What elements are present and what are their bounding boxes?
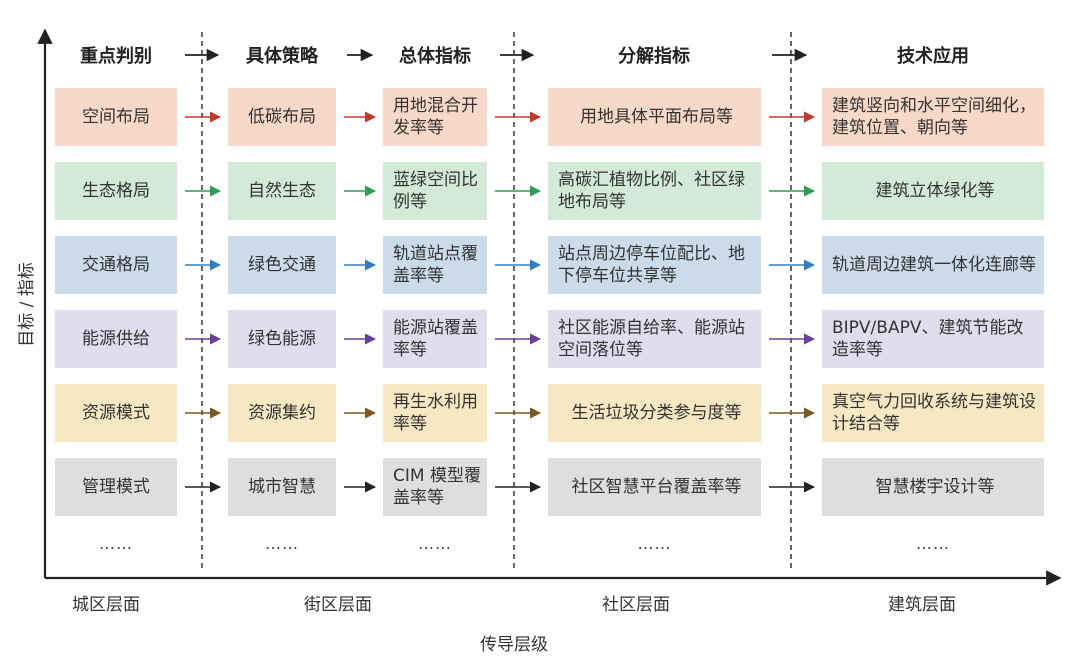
cell-text: 用地具体平面布局等 (580, 107, 733, 127)
cell-energy-overall-indicator: 能源站覆盖率等 (383, 310, 487, 368)
cell-text: 交通格局 (82, 255, 150, 275)
cell-resource-tech-application: 真空气力回收系统与建筑设计结合等 (822, 384, 1044, 442)
cell-resource-breakdown-indicator: 生活垃圾分类参与度等 (548, 384, 761, 442)
column-header-focus: 重点判别 (80, 46, 152, 67)
cell-text: CIM 模型覆盖率等 (393, 466, 481, 508)
cell-management-focus: 管理模式 (55, 458, 177, 516)
y-axis-label: 目标 / 指标 (16, 262, 37, 347)
column-header-overall-indicator: 总体指标 (399, 46, 471, 67)
cell-ecology-tech-application: 建筑立体绿化等 (822, 162, 1044, 220)
cell-text: 轨道周边建筑一体化连廊等 (832, 255, 1036, 275)
cell-text: 建筑立体绿化等 (875, 181, 995, 201)
cell-management-overall-indicator: CIM 模型覆盖率等 (383, 458, 487, 516)
level-label-building: 建筑层面 (888, 595, 956, 615)
ellipsis-tech-application: …… (916, 533, 950, 553)
cell-management-tech-application: 智慧楼宇设计等 (822, 458, 1044, 516)
cell-resource-overall-indicator: 再生水利用率等 (383, 384, 487, 442)
cell-traffic-focus: 交通格局 (55, 236, 177, 294)
cell-text: 管理模式 (82, 477, 150, 497)
cell-text: 资源模式 (82, 403, 150, 423)
cell-energy-tech-application: BIPV/BAPV、建筑节能改造率等 (822, 310, 1044, 368)
cell-text: 轨道站点覆盖率等 (393, 244, 478, 286)
column-header-strategy: 具体策略 (246, 46, 318, 67)
cell-text: 生态格局 (82, 181, 150, 201)
cell-ecology-focus: 生态格局 (55, 162, 177, 220)
cell-text: 自然生态 (248, 181, 316, 201)
cell-text: 建筑竖向和水平空间细化，建筑位置、朝向等 (832, 96, 1036, 138)
cell-text: 能源站覆盖率等 (393, 318, 478, 360)
cell-text: 再生水利用率等 (393, 392, 478, 434)
cell-text: 智慧楼宇设计等 (875, 477, 995, 497)
cell-text: 能源供给 (82, 329, 150, 349)
level-label-community: 社区层面 (602, 595, 670, 615)
cell-text: 生活垃圾分类参与度等 (571, 403, 742, 423)
cell-resource-strategy: 资源集约 (228, 384, 336, 442)
ellipsis-strategy: …… (265, 533, 299, 553)
ellipsis-breakdown-indicator: …… (637, 533, 672, 553)
cell-text: 蓝绿空间比例等 (393, 170, 478, 212)
cell-energy-focus: 能源供给 (55, 310, 177, 368)
cell-space-strategy: 低碳布局 (228, 88, 336, 146)
cell-text: 城市智慧 (248, 477, 316, 497)
cell-space-overall-indicator: 用地混合开发率等 (383, 88, 487, 146)
cell-traffic-tech-application: 轨道周边建筑一体化连廊等 (822, 236, 1044, 294)
cell-ecology-strategy: 自然生态 (228, 162, 336, 220)
level-label-city: 城区层面 (72, 595, 140, 615)
ellipsis-focus: …… (99, 533, 133, 553)
cell-space-breakdown-indicator: 用地具体平面布局等 (548, 88, 761, 146)
cell-energy-breakdown-indicator: 社区能源自给率、能源站空间落位等 (548, 310, 761, 368)
cell-text: BIPV/BAPV、建筑节能改造率等 (832, 318, 1024, 360)
cell-text: 资源集约 (248, 403, 316, 423)
cell-text: 社区能源自给率、能源站空间落位等 (558, 318, 745, 360)
cell-ecology-breakdown-indicator: 高碳汇植物比例、社区绿地布局等 (548, 162, 761, 220)
ellipsis-overall-indicator: …… (418, 533, 452, 553)
cell-traffic-breakdown-indicator: 站点周边停车位配比、地下停车位共享等 (548, 236, 761, 294)
cell-space-focus: 空间布局 (55, 88, 177, 146)
column-header-breakdown-indicator: 分解指标 (618, 46, 690, 67)
column-header-tech-application: 技术应用 (897, 46, 969, 67)
cell-management-strategy: 城市智慧 (228, 458, 336, 516)
x-axis-label: 传导层级 (480, 635, 548, 655)
cell-management-breakdown-indicator: 社区智慧平台覆盖率等 (548, 458, 761, 516)
cell-text: 低碳布局 (248, 107, 316, 127)
cell-traffic-overall-indicator: 轨道站点覆盖率等 (383, 236, 487, 294)
cell-text: 社区智慧平台覆盖率等 (571, 477, 742, 497)
cell-text: 绿色交通 (248, 255, 316, 275)
cell-resource-focus: 资源模式 (55, 384, 177, 442)
cell-text: 高碳汇植物比例、社区绿地布局等 (558, 170, 745, 212)
cell-traffic-strategy: 绿色交通 (228, 236, 336, 294)
cell-space-tech-application: 建筑竖向和水平空间细化，建筑位置、朝向等 (822, 88, 1044, 146)
cell-text: 用地混合开发率等 (393, 96, 478, 138)
cell-energy-strategy: 绿色能源 (228, 310, 336, 368)
cell-text: 真空气力回收系统与建筑设计结合等 (832, 392, 1036, 434)
cell-text: 空间布局 (82, 107, 150, 127)
level-label-block: 街区层面 (304, 595, 372, 615)
cell-text: 站点周边停车位配比、地下停车位共享等 (558, 244, 745, 286)
cell-text: 绿色能源 (248, 329, 316, 349)
cell-ecology-overall-indicator: 蓝绿空间比例等 (383, 162, 487, 220)
